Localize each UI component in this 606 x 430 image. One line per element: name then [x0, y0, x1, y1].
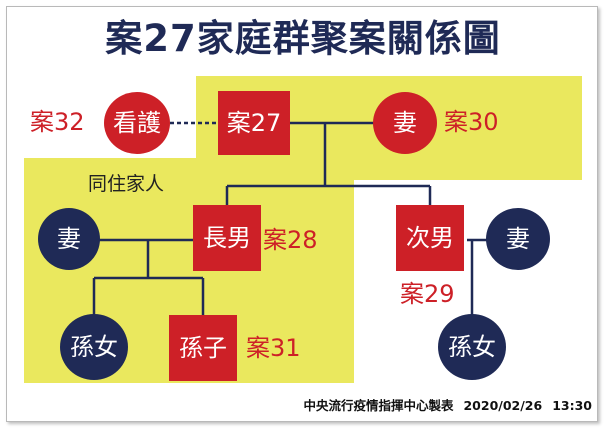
second-son-wife-node: 妻 — [486, 208, 550, 270]
household-label: 同住家人 — [88, 173, 165, 195]
footer-source: 中央流行疫情指揮中心製表 — [303, 398, 454, 413]
case-label-wife-top: 案30 — [444, 108, 499, 136]
second-son-label: 次男 — [406, 224, 454, 252]
second-son-node: 次男 — [396, 205, 464, 271]
caregiver-node: 看護 — [104, 92, 170, 154]
wife-top-label: 妻 — [393, 109, 417, 137]
case-label-grandson: 案31 — [246, 334, 301, 362]
footer-time: 13:30 — [552, 398, 592, 413]
case-label-second-son: 案29 — [400, 280, 455, 308]
grandson-node: 孫子 — [169, 315, 237, 381]
elder-son-wife-label: 妻 — [57, 225, 81, 253]
index-case-label: 案27 — [226, 109, 282, 137]
second-son-wife-label: 妻 — [506, 225, 530, 253]
index-case-node: 案27 — [218, 91, 290, 155]
footer-date: 2020/02/26 — [463, 398, 543, 413]
elder-son-label: 長男 — [203, 224, 251, 252]
elder-son-node: 長男 — [193, 205, 261, 271]
granddaughter-right-node: 孫女 — [438, 314, 506, 380]
grandson-label: 孫子 — [179, 334, 227, 362]
case-label-elder-son: 案28 — [263, 226, 318, 254]
diagram-title: 案27家庭群聚案關係圖 — [105, 17, 501, 60]
elder-son-wife-node: 妻 — [38, 208, 100, 270]
granddaughter-left-node: 孫女 — [60, 314, 128, 380]
caregiver-label: 看護 — [113, 109, 161, 137]
granddaughter-right-label: 孫女 — [448, 333, 496, 361]
footer: 中央流行疫情指揮中心製表 2020/02/26 13:30 — [303, 398, 592, 414]
granddaughter-left-label: 孫女 — [70, 333, 118, 361]
wife-top-node: 妻 — [373, 92, 437, 154]
case-label-caregiver: 案32 — [30, 108, 85, 136]
